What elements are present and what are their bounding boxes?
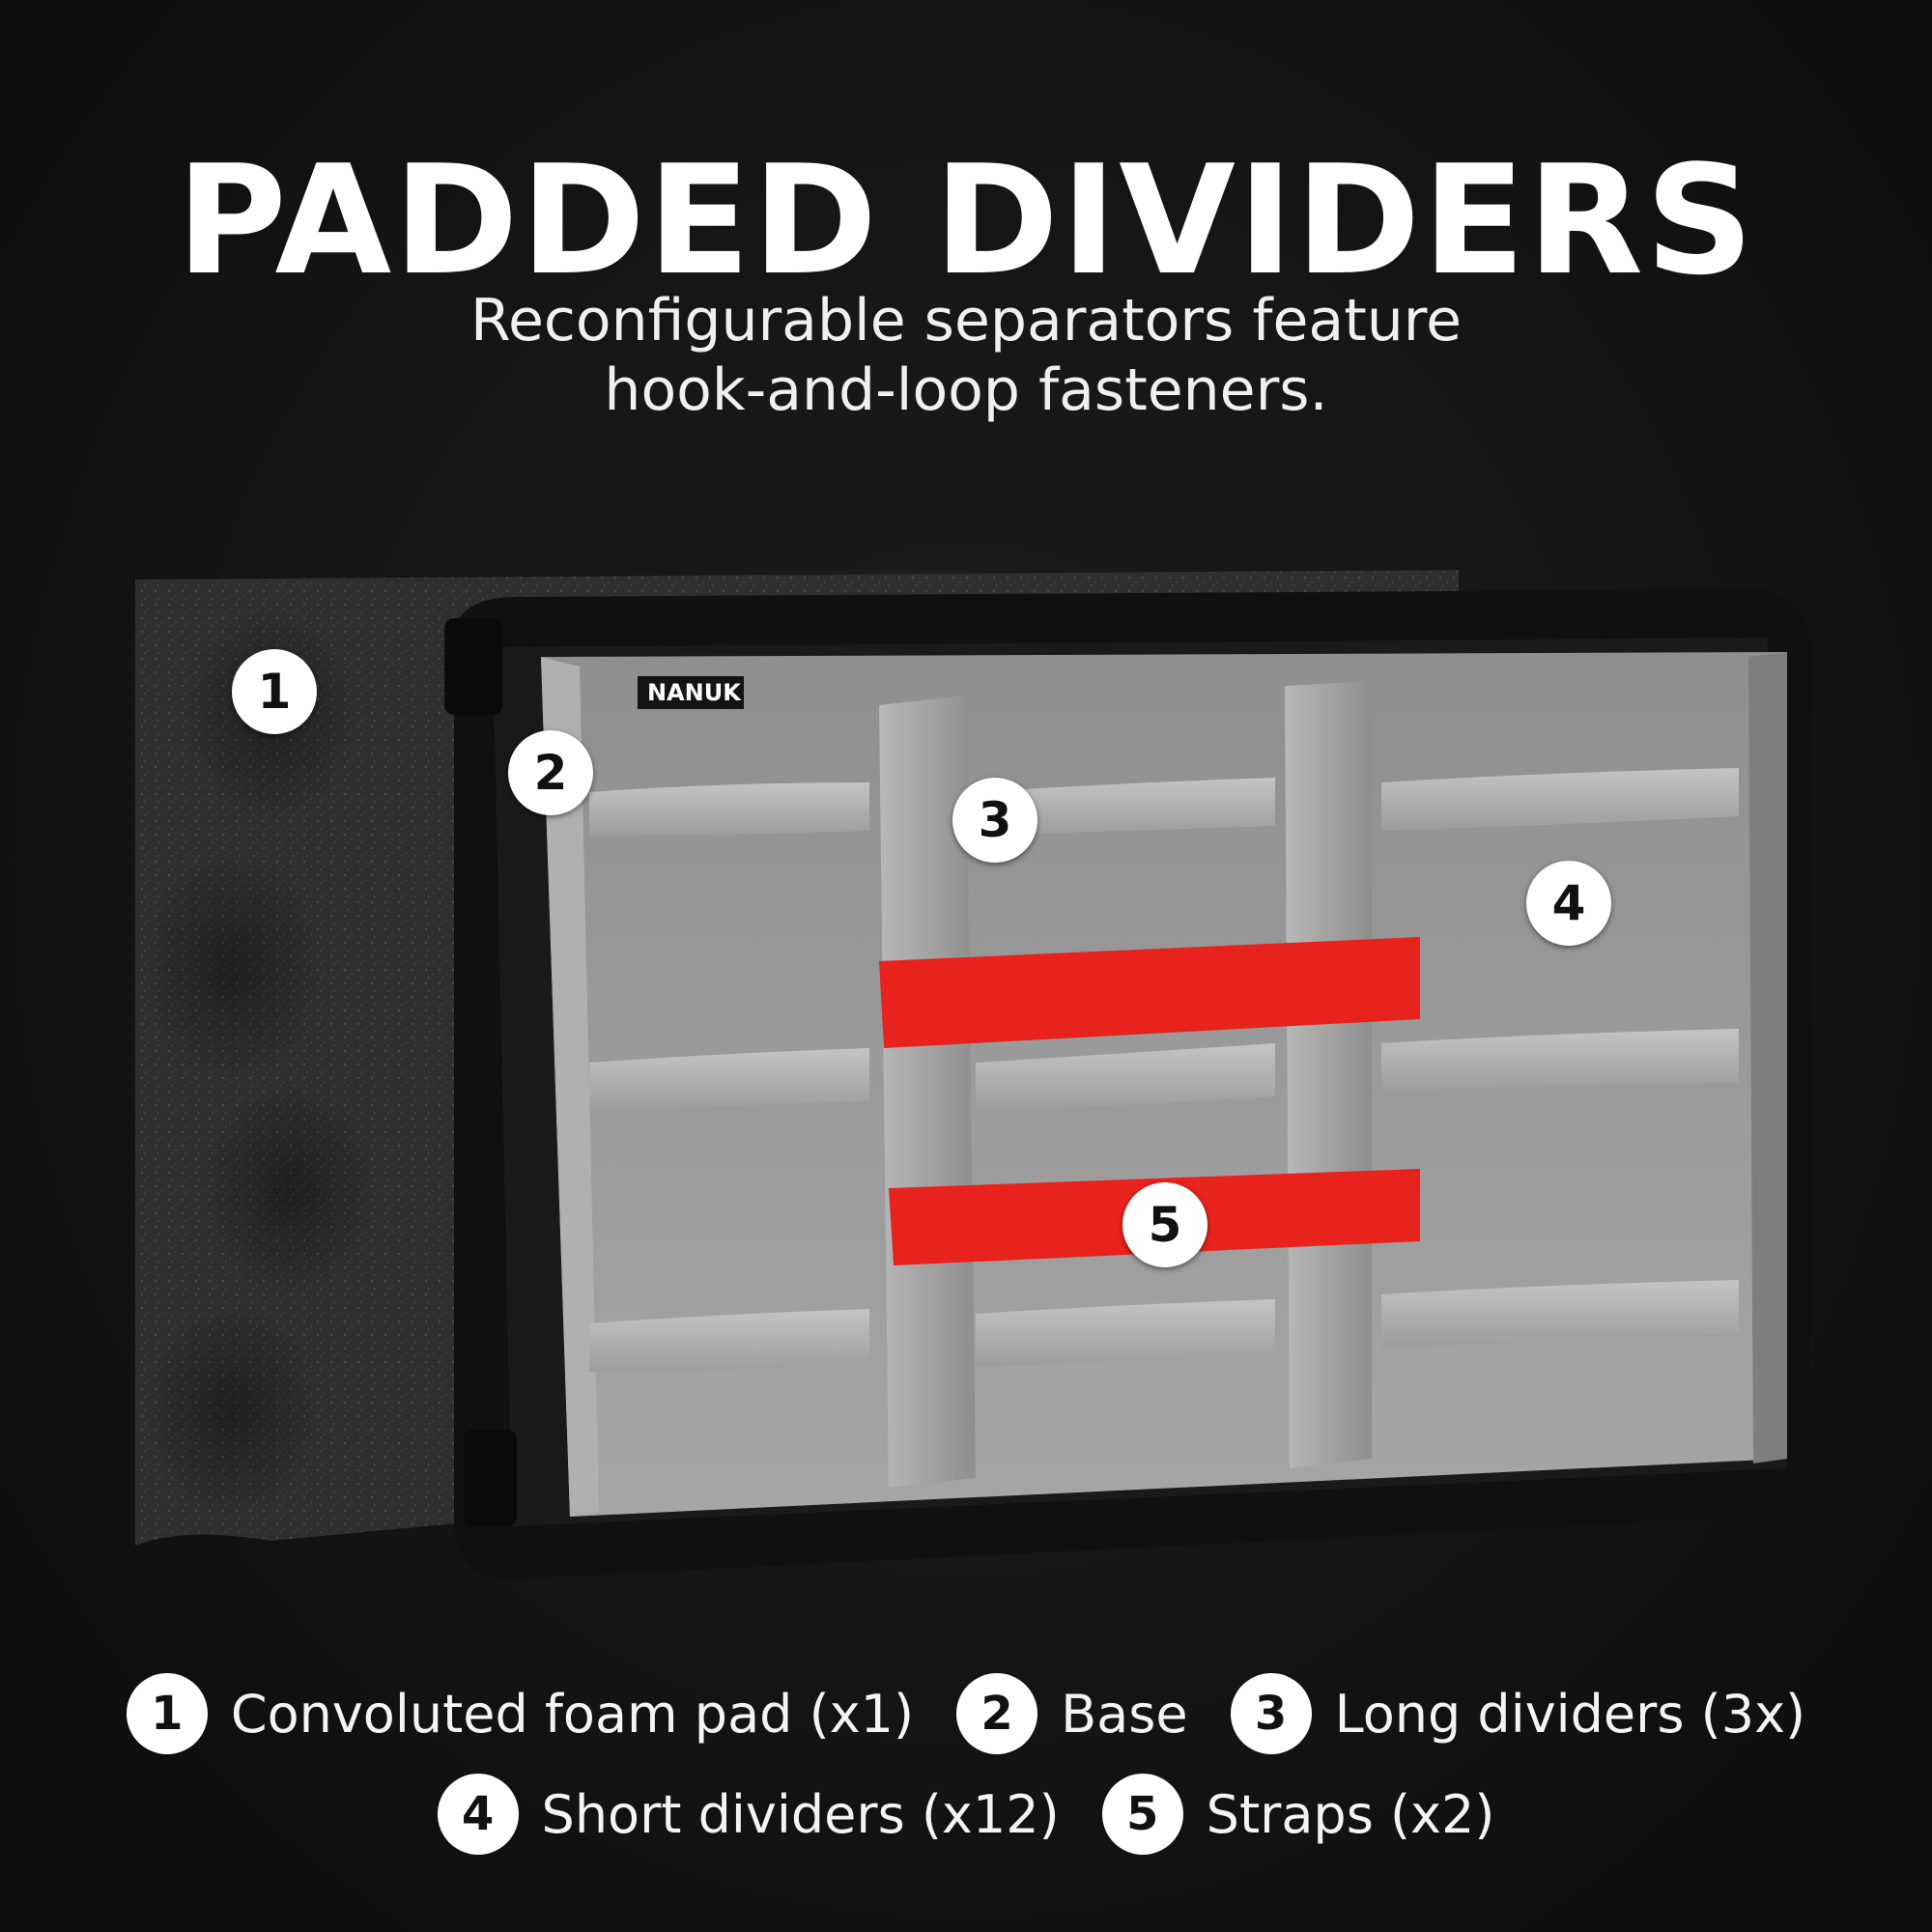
legend-item-foam-pad: 1 Convoluted foam pad (x1) xyxy=(126,1673,915,1754)
callout-2: 2 xyxy=(508,730,593,815)
legend-label: Convoluted foam pad (x1) xyxy=(230,1683,915,1745)
divider-insert-illustration: NANUK xyxy=(135,570,1811,1579)
legend-item-short-dividers: 4 Short dividers (x12) xyxy=(437,1774,1060,1855)
legend-number-badge: 3 xyxy=(1230,1673,1312,1754)
subtitle-line-1: Reconfigurable separators feature xyxy=(469,287,1463,355)
legend-label: Base xyxy=(1061,1683,1188,1745)
callout-4: 4 xyxy=(1526,861,1611,946)
product-photo: NANUK 1 2 3 4 5 xyxy=(126,560,1864,1604)
brand-label: NANUK xyxy=(647,679,742,706)
callout-1: 1 xyxy=(232,649,317,734)
legend-label: Straps (x2) xyxy=(1206,1783,1495,1845)
legend-row-1: 1 Convoluted foam pad (x1) 2 Base 3 Long… xyxy=(0,1673,1932,1754)
legend-number-badge: 2 xyxy=(956,1673,1038,1754)
legend-item-straps: 5 Straps (x2) xyxy=(1101,1774,1495,1855)
callout-5: 5 xyxy=(1122,1182,1208,1267)
page-title: PADDED DIVIDERS xyxy=(176,132,1756,308)
legend-item-long-dividers: 3 Long dividers (3x) xyxy=(1230,1673,1806,1754)
legend-number-badge: 5 xyxy=(1101,1774,1183,1855)
legend-number-badge: 4 xyxy=(437,1774,519,1855)
legend-label: Long dividers (3x) xyxy=(1334,1683,1806,1745)
legend-item-base: 2 Base xyxy=(956,1673,1188,1754)
legend-number-badge: 1 xyxy=(126,1673,208,1754)
legend-row-2: 4 Short dividers (x12) 5 Straps (x2) xyxy=(0,1774,1932,1855)
long-dividers xyxy=(879,681,1372,1488)
page-subtitle: Reconfigurable separators feature hook-a… xyxy=(0,286,1932,425)
subtitle-line-2: hook-and-loop fasteners. xyxy=(604,356,1328,424)
legend-label: Short dividers (x12) xyxy=(541,1783,1060,1845)
callout-3: 3 xyxy=(952,778,1037,863)
short-dividers xyxy=(589,768,1739,1372)
